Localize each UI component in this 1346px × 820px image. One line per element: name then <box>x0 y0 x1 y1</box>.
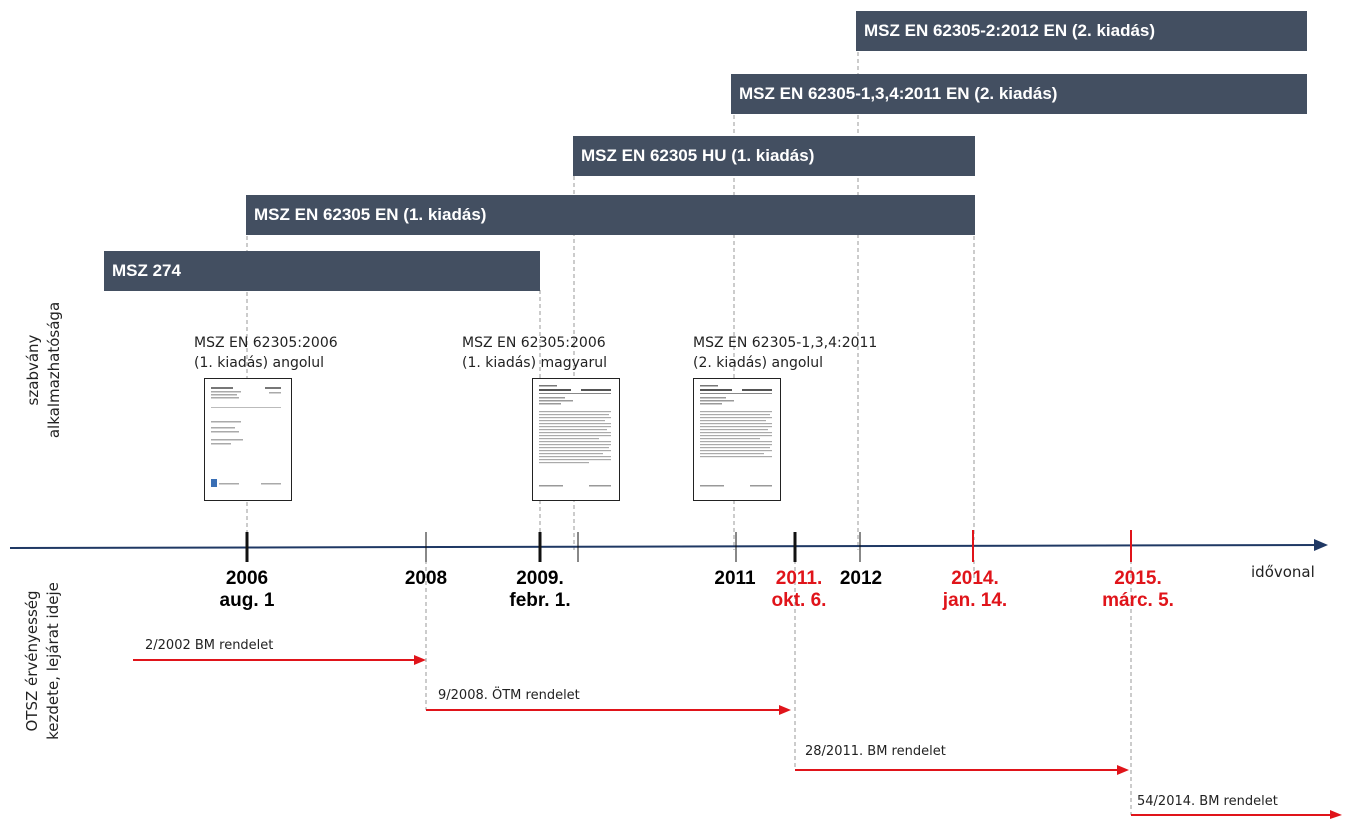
doc-caption-2006-hu: MSZ EN 62305:2006 (1. kiadás) magyarul <box>462 333 607 373</box>
document-thumbnail-2011-en <box>693 378 781 501</box>
document-page-icon <box>700 385 772 487</box>
doc-caption-2006-en-line2: (1. kiadás) angolul <box>194 355 325 371</box>
document-thumbnail-2006-hu <box>532 378 620 501</box>
bar-msz-en-62305-1-3-4-2011: MSZ EN 62305-1,3,4:2011 EN (2. kiadás) <box>731 74 1307 114</box>
tick-label-2015-line2: márc. 5. <box>1102 590 1174 611</box>
timeline-arrowhead <box>1314 539 1328 551</box>
tick-label-2015-line1: 2015. <box>1114 568 1162 589</box>
tick-label-2009-line2: febr. 1. <box>509 590 571 611</box>
tick-label-2008: 2008 <box>405 568 447 590</box>
tick-label-2011-okt: 2011. okt. 6. <box>772 568 827 612</box>
document-page-icon <box>211 387 281 487</box>
doc-caption-2011-en: MSZ EN 62305-1,3,4:2011 (2. kiadás) ango… <box>693 333 877 373</box>
regulation-arrow-4 <box>1131 810 1342 819</box>
axis-label-timeline: idővonal <box>1251 563 1315 581</box>
tick-label-2015: 2015. márc. 5. <box>1102 568 1174 612</box>
side-label-standard-line1: szabvány <box>24 334 42 406</box>
side-label-otsz-line1: OTSZ érvényesség <box>23 590 41 732</box>
tick-label-2012-line1: 2012 <box>839 568 883 589</box>
tick-label-2014-line2: jan. 14. <box>942 590 1008 611</box>
side-label-standard: szabvány alkalmazhatósága <box>23 270 65 470</box>
regulation-label-3: 28/2011. BM rendelet <box>805 744 946 759</box>
tick-label-2006-line1: 2006 <box>225 568 269 589</box>
doc-caption-2011-en-line2: (2. kiadás) angolul <box>693 355 824 371</box>
doc-caption-2011-en-line1: MSZ EN 62305-1,3,4:2011 <box>693 335 878 351</box>
tick-label-2008-line1: 2008 <box>404 568 448 589</box>
side-label-standard-line2: alkalmazhatósága <box>45 301 63 439</box>
bar-msz-en-62305-2-2012: MSZ EN 62305-2:2012 EN (2. kiadás) <box>856 11 1307 51</box>
tick-label-2011: 2011 <box>714 568 755 590</box>
tick-label-2011-line1: 2011 <box>714 568 756 589</box>
doc-caption-2006-hu-line2: (1. kiadás) magyarul <box>462 355 608 371</box>
tick-label-2011-okt-line1: 2011. <box>775 568 823 589</box>
regulation-label-1: 2/2002 BM rendelet <box>145 638 274 653</box>
side-label-otsz-line2: kezdete, lejárat ideje <box>44 582 62 740</box>
tick-label-2009-line1: 2009. <box>516 568 564 589</box>
tick-label-2006-line2: aug. 1 <box>219 590 275 611</box>
document-page-icon <box>539 385 611 487</box>
doc-caption-2006-en: MSZ EN 62305:2006 (1. kiadás) angolul <box>194 333 338 373</box>
bar-msz-en-62305-en: MSZ EN 62305 EN (1. kiadás) <box>246 195 975 235</box>
tick-label-2006: 2006 aug. 1 <box>220 568 275 612</box>
side-label-otsz: OTSZ érvényesség kezdete, lejárat ideje <box>22 556 64 766</box>
tick-label-2014-line1: 2014. <box>951 568 999 589</box>
regulation-arrow-3 <box>795 765 1129 775</box>
tick-label-2009: 2009. febr. 1. <box>509 568 570 612</box>
tick-label-2011-okt-line2: okt. 6. <box>771 590 827 611</box>
regulation-arrow-2 <box>426 705 791 715</box>
timeline-axis <box>9 544 1321 549</box>
regulation-label-4: 54/2014. BM rendelet <box>1137 794 1278 809</box>
document-thumbnail-2006-en <box>204 378 292 501</box>
bar-msz-en-62305-hu: MSZ EN 62305 HU (1. kiadás) <box>573 136 975 176</box>
regulation-arrow-1 <box>133 655 426 665</box>
tick-label-2012: 2012 <box>840 568 882 590</box>
tick-label-2014: 2014. jan. 14. <box>943 568 1007 612</box>
doc-caption-2006-en-line1: MSZ EN 62305:2006 <box>194 335 338 351</box>
doc-caption-2006-hu-line1: MSZ EN 62305:2006 <box>462 335 606 351</box>
bar-msz-274: MSZ 274 <box>104 251 540 291</box>
regulation-label-2: 9/2008. ÖTM rendelet <box>438 688 580 703</box>
